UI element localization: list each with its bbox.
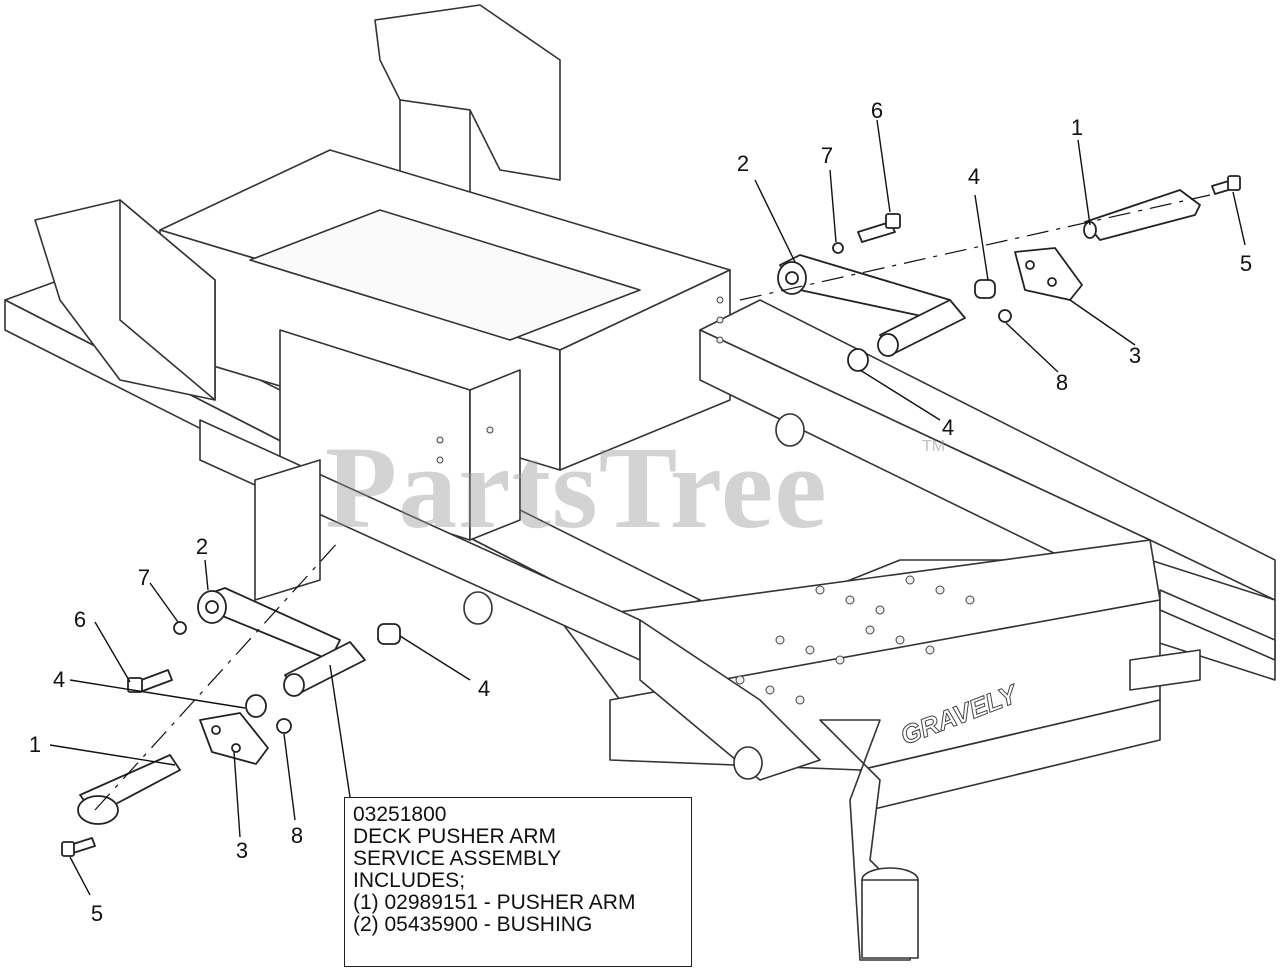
callout-left-4-left: 4 <box>52 667 66 692</box>
left-bushing-left <box>245 694 267 718</box>
right-bushing-upper <box>974 279 996 299</box>
callout-right-4-top: 4 <box>967 164 981 189</box>
leader-lines <box>49 119 1246 896</box>
left-bolt-6 <box>127 669 173 693</box>
callout-right-8: 8 <box>1055 370 1069 395</box>
right-washer-7 <box>832 242 844 254</box>
callout-right-1: 1 <box>1070 115 1084 140</box>
right-pusher-arm-assembly <box>777 175 1241 372</box>
callout-right-3: 3 <box>1128 343 1142 368</box>
right-pivot-pin <box>1083 189 1201 241</box>
left-bushing-right <box>377 623 401 645</box>
right-bolt-6 <box>857 213 901 243</box>
callout-left-7: 7 <box>137 565 151 590</box>
left-washer-7 <box>173 621 187 635</box>
right-pusher-arm <box>777 254 951 321</box>
callout-left-1: 1 <box>28 732 42 757</box>
left-nut-8 <box>276 718 292 734</box>
left-pusher-arm-assembly <box>61 587 401 857</box>
left-pusher-arm <box>197 587 341 661</box>
watermark-trademark: TM <box>922 438 946 455</box>
front-leg <box>819 719 919 961</box>
callout-left-6: 6 <box>73 607 87 632</box>
callout-right-2: 2 <box>736 151 750 176</box>
note-line-item-1: (1) 02989151 - PUSHER ARM <box>353 891 636 914</box>
frame-holes <box>436 296 975 705</box>
left-pivot-pin <box>77 754 181 825</box>
left-mount-plate <box>199 712 269 765</box>
right-arm-tube <box>877 299 966 357</box>
note-line-part-number: 03251800 <box>353 803 447 826</box>
callout-right-6: 6 <box>870 98 884 123</box>
callout-left-4-right: 4 <box>477 676 491 701</box>
left-arm-tube <box>283 641 366 697</box>
note-line-item-2: (2) 05435900 - BUSHING <box>353 913 593 936</box>
right-nut-8 <box>998 309 1012 323</box>
callout-right-4-bottom: 4 <box>941 415 955 440</box>
note-line-title: DECK PUSHER ARM <box>353 825 557 848</box>
rear-upright <box>374 4 561 201</box>
callout-right-7: 7 <box>820 143 834 168</box>
hanger-bracket <box>254 459 321 601</box>
left-bolt-5 <box>61 837 96 857</box>
callout-left-2: 2 <box>195 534 209 559</box>
callout-left-5: 5 <box>90 901 104 926</box>
note-line-subtitle: SERVICE ASSEMBLY <box>353 847 562 870</box>
centre-lines <box>94 194 1211 811</box>
right-bolt-5 <box>1211 175 1241 195</box>
service-assembly-note: 03251800 DECK PUSHER ARM SERVICE ASSEMBL… <box>344 797 692 967</box>
callout-left-3: 3 <box>235 838 249 863</box>
frame-bosses <box>463 413 805 780</box>
right-mount-plate <box>1014 247 1083 301</box>
watermark: PartsTree <box>325 422 828 553</box>
note-line-includes: INCLUDES; <box>353 869 466 892</box>
right-bushing-lower <box>847 348 869 372</box>
rear-frame-ext <box>1129 589 1276 691</box>
callout-right-5: 5 <box>1239 251 1253 276</box>
callout-left-8: 8 <box>290 823 304 848</box>
left-mount <box>34 199 216 401</box>
